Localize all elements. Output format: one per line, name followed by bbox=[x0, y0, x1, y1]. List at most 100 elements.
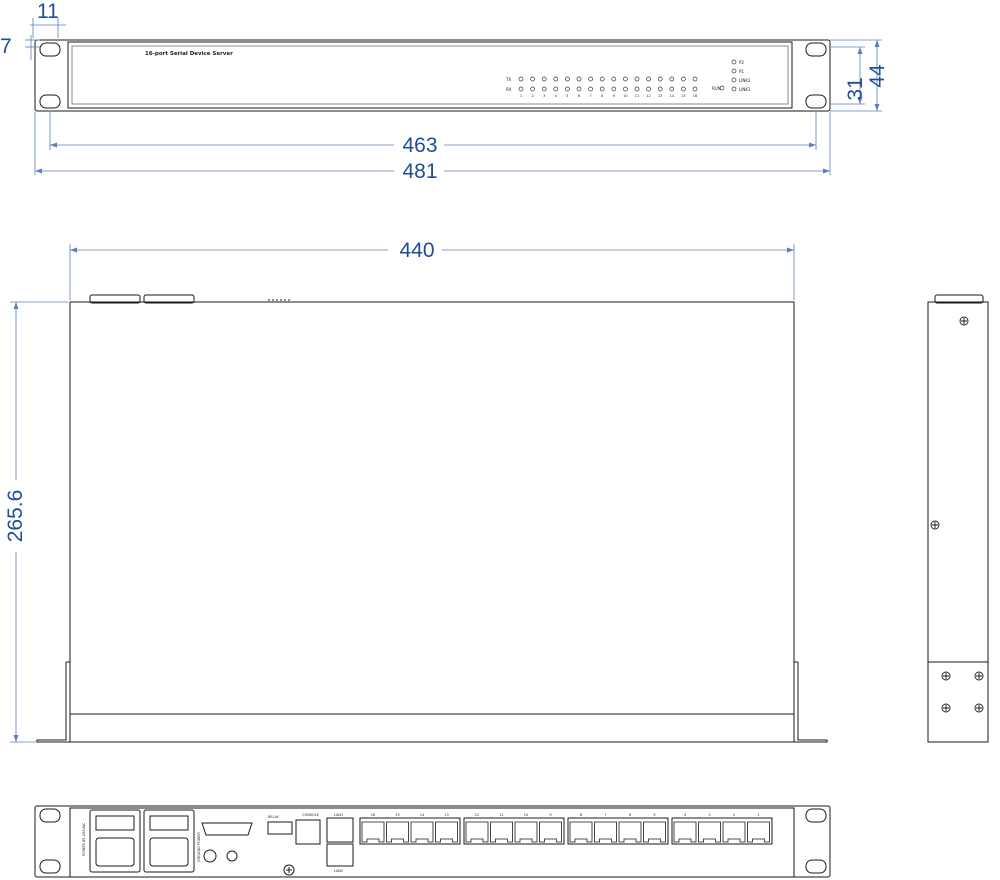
port-number-label: 10 bbox=[623, 94, 627, 98]
serial-port bbox=[747, 821, 770, 843]
top-rear-strip bbox=[69, 713, 795, 743]
port-number-label: 2 bbox=[531, 94, 533, 98]
serial-group-a bbox=[359, 817, 461, 845]
side-view bbox=[927, 294, 989, 743]
tx-led bbox=[692, 76, 698, 82]
rx-led bbox=[518, 86, 524, 92]
top-ear-right bbox=[794, 662, 828, 743]
rx-led bbox=[692, 86, 698, 92]
tx-label: TX bbox=[505, 77, 511, 82]
port-number-label: 6 bbox=[578, 94, 580, 98]
side-ear bbox=[927, 661, 989, 743]
dim-total-height: 44 bbox=[866, 64, 889, 88]
serial-port-label: 5 bbox=[653, 813, 655, 817]
run-led bbox=[719, 85, 725, 91]
mount-slot bbox=[39, 42, 61, 57]
front-dimension-lines bbox=[25, 18, 882, 175]
port-number-label: 1 bbox=[520, 94, 522, 98]
power-inlet bbox=[149, 837, 189, 867]
tx-led bbox=[565, 76, 570, 82]
tx-led bbox=[541, 76, 547, 82]
rx-led bbox=[530, 86, 535, 92]
serial-port-label: 10 bbox=[524, 813, 528, 817]
serial-port-label: 7 bbox=[604, 813, 606, 817]
rear-body bbox=[69, 807, 795, 878]
front-dimension-arrows bbox=[35, 40, 880, 174]
dim-mount-hole-spacing: 463 bbox=[402, 134, 437, 157]
serial-port bbox=[361, 821, 385, 843]
serial-port-label: 1 bbox=[757, 813, 759, 817]
top-ear-left bbox=[36, 662, 70, 743]
ground-screw bbox=[203, 849, 217, 863]
port-number-label: 16 bbox=[693, 94, 697, 98]
status-leds bbox=[731, 59, 737, 92]
ground-power-label: GROUND POWER bbox=[197, 832, 201, 862]
rx-led bbox=[541, 86, 547, 92]
serial-port bbox=[618, 821, 642, 843]
tx-led bbox=[634, 76, 640, 82]
mount-slot bbox=[805, 94, 827, 109]
front-view bbox=[34, 39, 831, 112]
port-number-label: 5 bbox=[566, 94, 568, 98]
console-port bbox=[295, 819, 321, 845]
mount-slot bbox=[39, 859, 61, 874]
rx-led bbox=[646, 86, 651, 92]
serial-port-label: 12 bbox=[475, 813, 479, 817]
dim-ear-hole-offset: 7 bbox=[0, 35, 12, 58]
port-number-label: 7 bbox=[589, 94, 591, 98]
power-module bbox=[143, 809, 195, 873]
serial-group-d bbox=[671, 817, 773, 845]
tx-led bbox=[576, 76, 582, 82]
tx-led bbox=[657, 76, 663, 82]
tx-led bbox=[646, 76, 651, 82]
serial-port bbox=[698, 821, 721, 843]
power-label-1: POWER 85-264VAC bbox=[82, 822, 86, 856]
serial-port-label: 2 bbox=[733, 813, 735, 817]
serial-port bbox=[594, 821, 617, 843]
model-label: 16-port Serial Device Server bbox=[145, 51, 233, 57]
front-rack-ears bbox=[34, 39, 831, 112]
serial-port bbox=[569, 821, 593, 843]
lan1-port bbox=[326, 817, 354, 843]
rx-led bbox=[588, 86, 593, 92]
dim-inner-height: 31 bbox=[844, 77, 867, 100]
serial-port-label: 16 bbox=[371, 813, 375, 817]
relay-connector bbox=[201, 822, 253, 836]
rx-led bbox=[657, 86, 663, 92]
rx-led bbox=[669, 86, 675, 92]
serial-port-label: 13 bbox=[444, 813, 448, 817]
mount-slot bbox=[805, 859, 827, 874]
power-inlet bbox=[95, 837, 135, 867]
serial-port-label: 3 bbox=[708, 813, 710, 817]
dim-body-width: 440 bbox=[399, 239, 434, 262]
port-number-label: 11 bbox=[635, 94, 639, 98]
lan2-label: LAN2 bbox=[334, 869, 343, 873]
serial-port-label: 9 bbox=[549, 813, 551, 817]
serial-port bbox=[465, 821, 489, 843]
rx-led bbox=[599, 86, 605, 92]
serial-port-label: 11 bbox=[499, 813, 503, 817]
top-dimension-lines bbox=[10, 244, 795, 743]
top-dimension-arrows bbox=[13, 247, 794, 742]
lan1-label: LAN1 bbox=[334, 813, 343, 817]
serial-port-label: 8 bbox=[580, 813, 582, 817]
status-label-link2: LINK2 bbox=[739, 78, 751, 83]
rx-led bbox=[565, 86, 570, 92]
rx-led bbox=[681, 86, 686, 92]
port-number-label: 12 bbox=[646, 94, 650, 98]
tx-led bbox=[588, 76, 593, 82]
rear-view bbox=[34, 805, 831, 878]
run-label: RUN bbox=[712, 86, 721, 91]
side-screws bbox=[930, 316, 984, 713]
serial-port bbox=[673, 821, 697, 843]
mount-slot bbox=[805, 42, 827, 57]
rx-led bbox=[576, 86, 582, 92]
serial-port bbox=[539, 821, 562, 843]
dim-ear-hole-width: 11 bbox=[37, 0, 59, 23]
rx-led bbox=[634, 86, 640, 92]
serial-port-label: 15 bbox=[395, 813, 399, 817]
tx-led bbox=[681, 76, 686, 82]
